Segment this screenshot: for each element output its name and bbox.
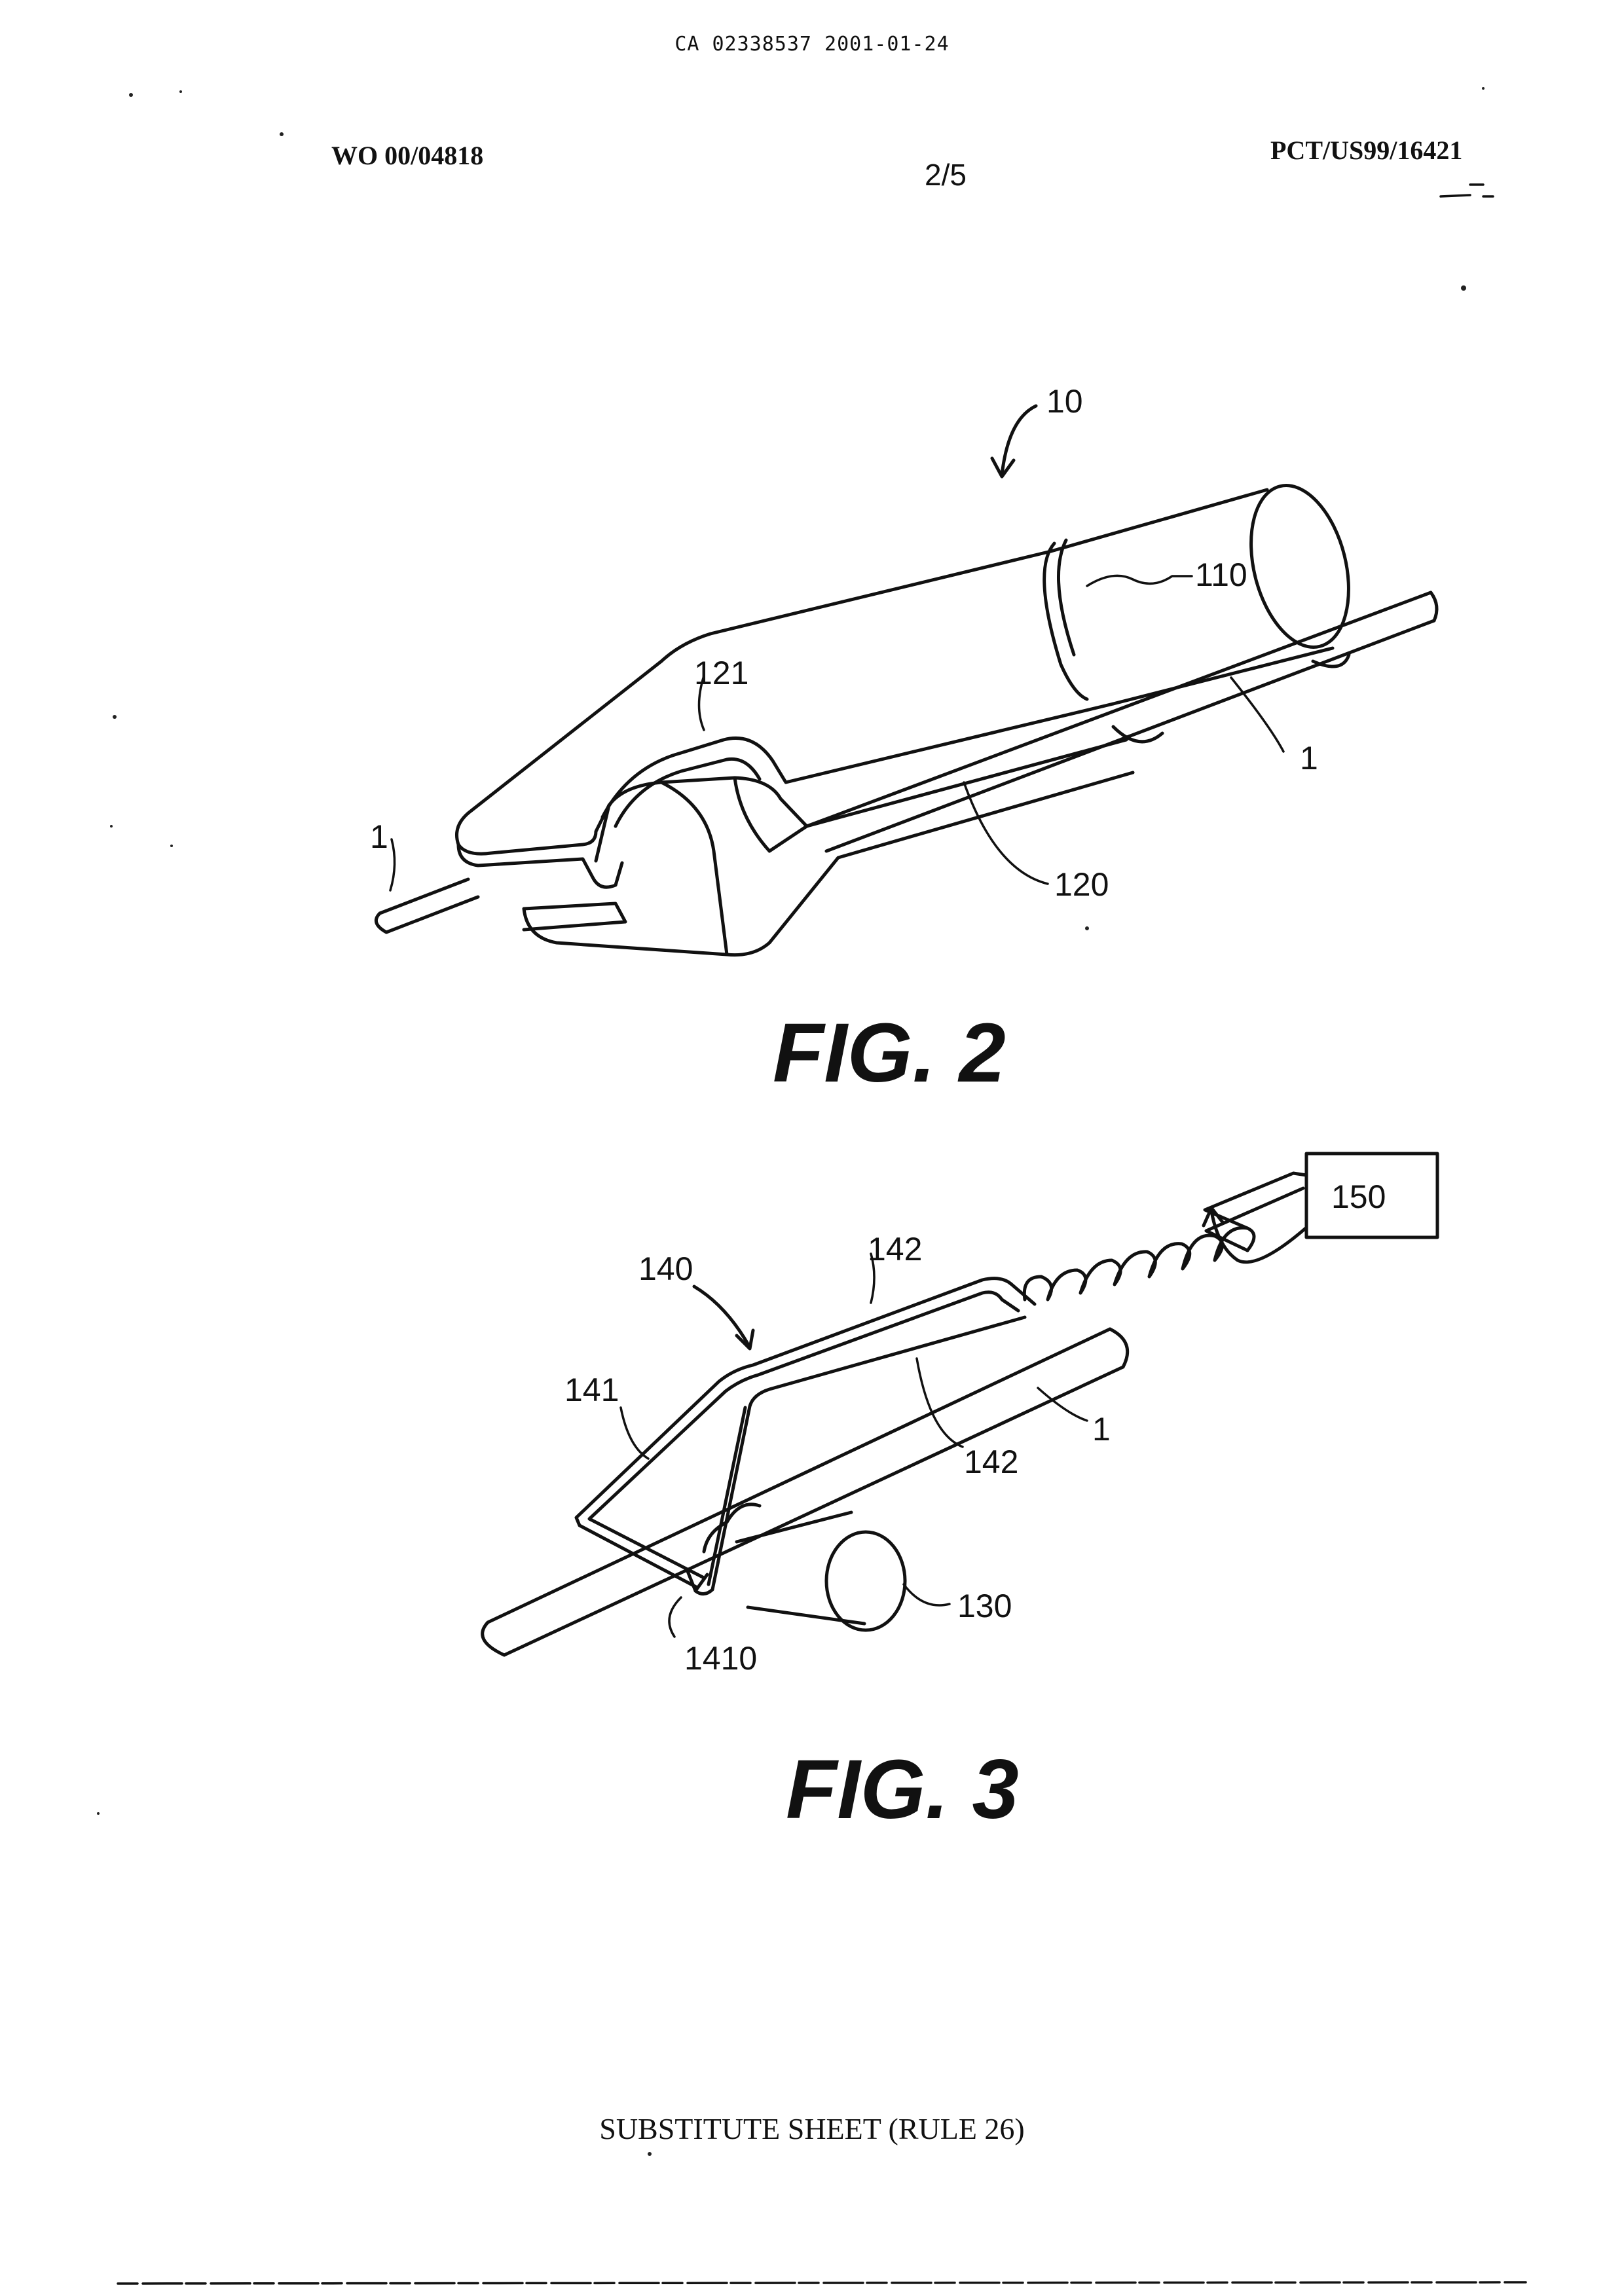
fig3-frame-140-inner — [589, 1292, 1018, 1578]
fig2-leader-120 — [964, 782, 1048, 884]
scan-speck-marks — [97, 87, 1526, 2284]
fig2-cylinder-110-bottom — [1113, 648, 1333, 704]
fig3-roller-130-body — [704, 1512, 864, 1624]
fig2-device-arrow — [1002, 406, 1036, 475]
fig2-housing-outline — [457, 551, 1127, 854]
fig2-ref-110: 110 — [1195, 556, 1247, 593]
fig3-wire-1-left-end — [483, 1622, 504, 1655]
fig3-frame-140-outer — [576, 1279, 1035, 1588]
fig3-ref-141: 141 — [564, 1372, 619, 1408]
fig3-roller-130-end — [826, 1532, 905, 1630]
fig3-ref-1: 1 — [1092, 1411, 1111, 1448]
fig3-ref-142-top: 142 — [868, 1231, 922, 1267]
fig2-cylinder-110-end — [1236, 475, 1365, 657]
fig2-drawing: 10 110 121 1 1 120 — [370, 383, 1437, 955]
fig3-leader-1410 — [669, 1597, 681, 1637]
fig3-ref-1410: 1410 — [684, 1640, 757, 1677]
fig2-wedge-front — [661, 782, 727, 955]
fig2-ref-10: 10 — [1046, 383, 1083, 420]
fig2-cylinder-110-collar-inner — [1058, 540, 1074, 655]
fig3-caption: FIG. 3 — [786, 1741, 1019, 1838]
fig3-ref-150: 150 — [1331, 1178, 1386, 1215]
fig3-ref-142-mid: 142 — [964, 1444, 1018, 1480]
fig3-ref-130: 130 — [957, 1588, 1012, 1624]
fig2-caption: FIG. 2 — [773, 1005, 1006, 1101]
substitute-sheet-footer: SUBSTITUTE SHEET (RULE 26) — [0, 2111, 1624, 2146]
fig2-leader-1-left — [390, 839, 395, 890]
fig3-wire-1-end — [1110, 1329, 1128, 1367]
fig2-ref-120: 120 — [1054, 866, 1109, 903]
fig2-wire-1-left-end — [376, 913, 386, 932]
fig3-drawing: 150 142 140 141 142 1 130 1410 — [483, 1154, 1437, 1677]
fig2-ref-121: 121 — [694, 655, 748, 691]
fig2-cylinder-110-top — [1051, 490, 1267, 551]
fig2-ref-1-left: 1 — [370, 818, 388, 855]
fig3-leader-130 — [904, 1584, 950, 1605]
fig2-wire-1-right-end — [1431, 592, 1437, 621]
fig2-wire-1-left — [380, 879, 478, 932]
fig2-ref-1-right: 1 — [1300, 740, 1318, 776]
fig2-leader-110 — [1087, 575, 1192, 586]
fig3-ref-140: 140 — [638, 1250, 693, 1287]
fig2-jaw-notch — [524, 903, 625, 930]
